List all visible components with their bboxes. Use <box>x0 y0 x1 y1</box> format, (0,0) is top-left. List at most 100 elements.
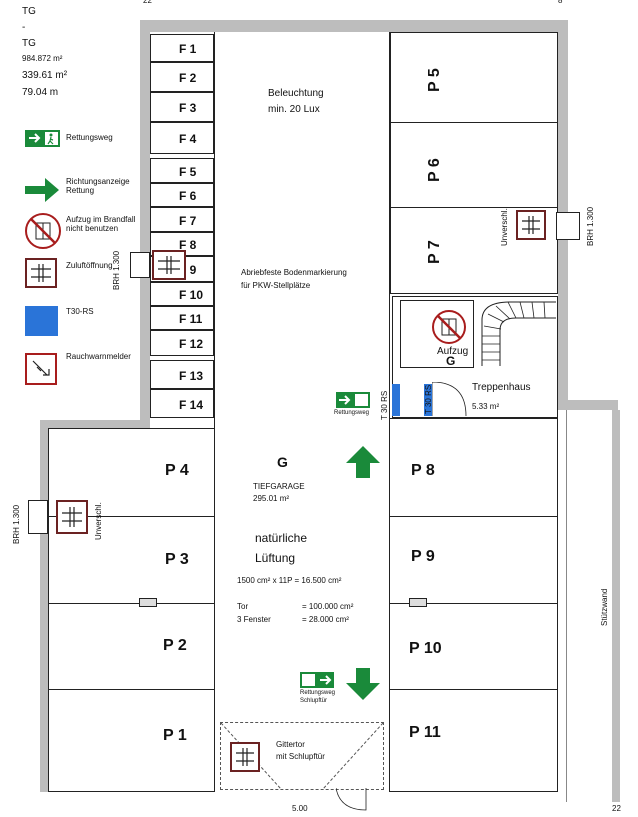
stall-block-p1-4 <box>48 428 214 792</box>
stall-f-label: F 11 <box>179 312 203 326</box>
stall-f-row: F 4 <box>150 122 214 154</box>
stall-f-row: F 7 <box>150 207 214 232</box>
column-marker <box>139 598 157 607</box>
stall-f-label: F 4 <box>179 132 197 146</box>
stall-f-label: F 1 <box>179 42 197 56</box>
rettungsweg-top-label: Rettungsweg <box>334 410 370 416</box>
no-elevator-icon <box>432 310 466 344</box>
top-mark: 22 <box>143 0 152 5</box>
legend-aufzug: Aufzug im Brandfall nicht benutzen <box>66 215 136 233</box>
stall-f-label: F 7 <box>179 213 197 228</box>
stall-f-label: F 14 <box>179 397 204 412</box>
stall-f-row: F 1 <box>150 34 214 62</box>
down-arrow-icon <box>346 668 380 705</box>
gate-area <box>220 722 384 790</box>
rettungsweg-bottom-label: Rettungsweg <box>300 690 336 696</box>
stall-f-row: F 13 <box>150 360 214 389</box>
stall-f-label: F 3 <box>179 101 197 115</box>
header-line3: TG <box>22 38 36 49</box>
header-length: 79.04 m <box>22 87 59 98</box>
top-mark-right: 8 <box>558 0 563 5</box>
wall-left-lower <box>40 420 48 792</box>
green-arrow-icon <box>25 176 61 209</box>
unverschl-left-label: Unverschl. <box>94 502 103 540</box>
fenster-label: 3 Fenster <box>237 615 271 624</box>
stall-f-label: F 8 <box>179 238 197 252</box>
boden-label-2: für PKW-Stellplätze <box>241 281 311 290</box>
legend-zuluft: Zuluftöffnung <box>66 261 113 270</box>
stall-p2: P 2 <box>163 637 187 654</box>
divider <box>390 603 558 604</box>
no-elevator-icon <box>25 213 61 249</box>
exit-sign-icon <box>300 672 334 688</box>
window-left <box>28 500 48 534</box>
brh-left-label: BRH 1.300 <box>12 504 21 544</box>
stall-f-row: F 11 <box>150 306 214 330</box>
stall-f-row: F 10 <box>150 282 214 306</box>
aufzug-label: Aufzug <box>437 346 469 357</box>
t30rs-a-label: T 30 RS <box>380 390 389 420</box>
smoke-detector-icon <box>25 353 57 385</box>
stall-f-label: F 10 <box>179 288 204 302</box>
divider <box>390 207 558 208</box>
header-area1: 984.872 m² <box>22 54 63 63</box>
stall-f-row: F 6 <box>150 183 214 207</box>
boden-label-1: Abriebfeste Bodenmarkierung <box>241 268 347 277</box>
t30-door-b <box>424 384 432 416</box>
driving-lane <box>214 32 390 792</box>
header-line2: - <box>22 22 26 33</box>
stall-p1: P 1 <box>163 727 187 744</box>
divider <box>390 689 558 690</box>
beleuchtung-value: min. 20 Lux <box>268 104 320 115</box>
stall-block-p5-7 <box>390 32 558 294</box>
legend-richtung: Richtungsanzeige Rettung <box>66 177 130 195</box>
stall-p9: P 9 <box>411 548 435 565</box>
header-line1: TG <box>22 6 36 17</box>
t30-door-a <box>392 384 400 416</box>
stall-p8: P 8 <box>411 462 435 479</box>
air-inlet-icon <box>230 742 260 772</box>
stall-f-label: F 12 <box>179 337 204 351</box>
wall-top <box>140 20 568 32</box>
divider <box>48 689 214 690</box>
exit-sign-icon <box>336 392 370 408</box>
divider <box>48 603 214 604</box>
g-label: G <box>277 454 288 470</box>
beleuchtung-label: Beleuchtung <box>268 88 324 99</box>
stall-p6: P 6 <box>426 158 443 182</box>
unverschl-right-label: Unverschl. <box>500 208 509 246</box>
stall-p7: P 7 <box>426 240 443 264</box>
air-inlet-icon <box>56 500 88 534</box>
wall-left-upper <box>140 20 150 420</box>
stall-p5: P 5 <box>426 68 443 92</box>
fenster-value: = 28.000 cm² <box>302 615 349 624</box>
stall-p11: P 11 <box>409 724 441 741</box>
retaining-wall-line <box>566 410 567 802</box>
gittertor-label-2: mit Schlupftür <box>276 752 325 761</box>
legend-t30: T30-RS <box>66 307 94 316</box>
elevator-shaft <box>400 300 474 368</box>
treppenhaus-area: 5.33 m² <box>472 402 500 411</box>
bottom-dim: 5.00 <box>292 804 308 813</box>
schlupftuer-label: Schlupftür <box>300 698 328 704</box>
gate-swing-icon <box>335 787 370 817</box>
stall-block-p8-11 <box>390 418 558 792</box>
aufzug-g-label: G <box>446 354 456 368</box>
up-arrow-icon <box>346 446 380 483</box>
tor-label: Tor <box>237 602 249 611</box>
stall-f-row: F 14 <box>150 389 214 418</box>
legend-rauch: Rauchwarnmelder <box>66 352 131 361</box>
window-mid <box>130 252 150 278</box>
brh-mid-label: BRH 1.300 <box>112 250 121 290</box>
treppenhaus-label: Treppenhaus <box>472 382 531 393</box>
stall-f-label: F 5 <box>179 164 197 179</box>
stall-f-label: F 6 <box>179 189 197 203</box>
divider <box>48 516 214 517</box>
wall-right-lower <box>612 410 620 802</box>
wall-right-step <box>558 400 618 410</box>
staircase-icon <box>480 300 558 373</box>
door-swing-icon <box>431 381 468 423</box>
core-area <box>392 296 558 418</box>
stuetzwand-label: Stützwand <box>600 588 609 626</box>
lueftung-label-1: natürliche <box>255 531 308 545</box>
